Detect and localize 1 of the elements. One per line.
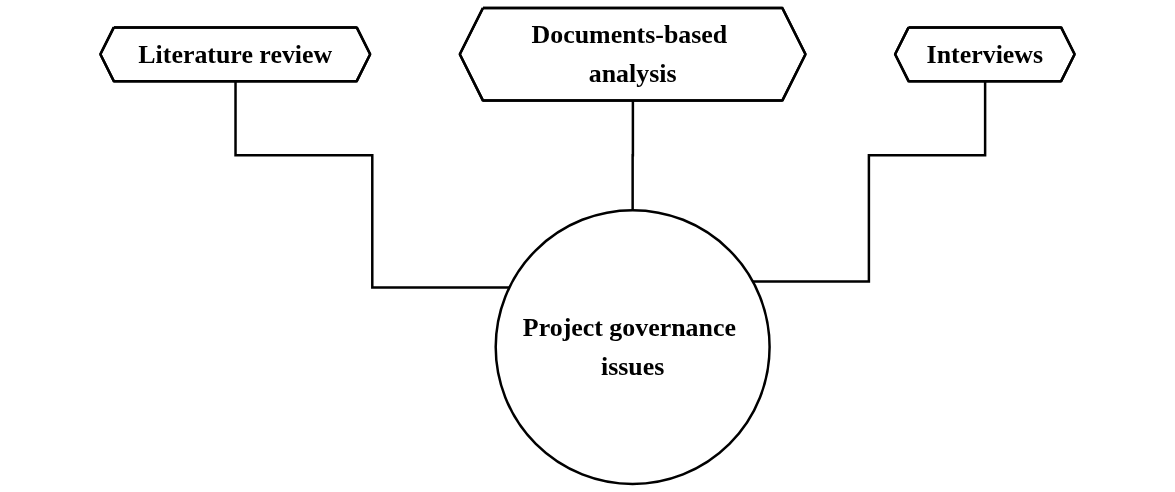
node-circle: Project governance issues: [494, 208, 771, 486]
